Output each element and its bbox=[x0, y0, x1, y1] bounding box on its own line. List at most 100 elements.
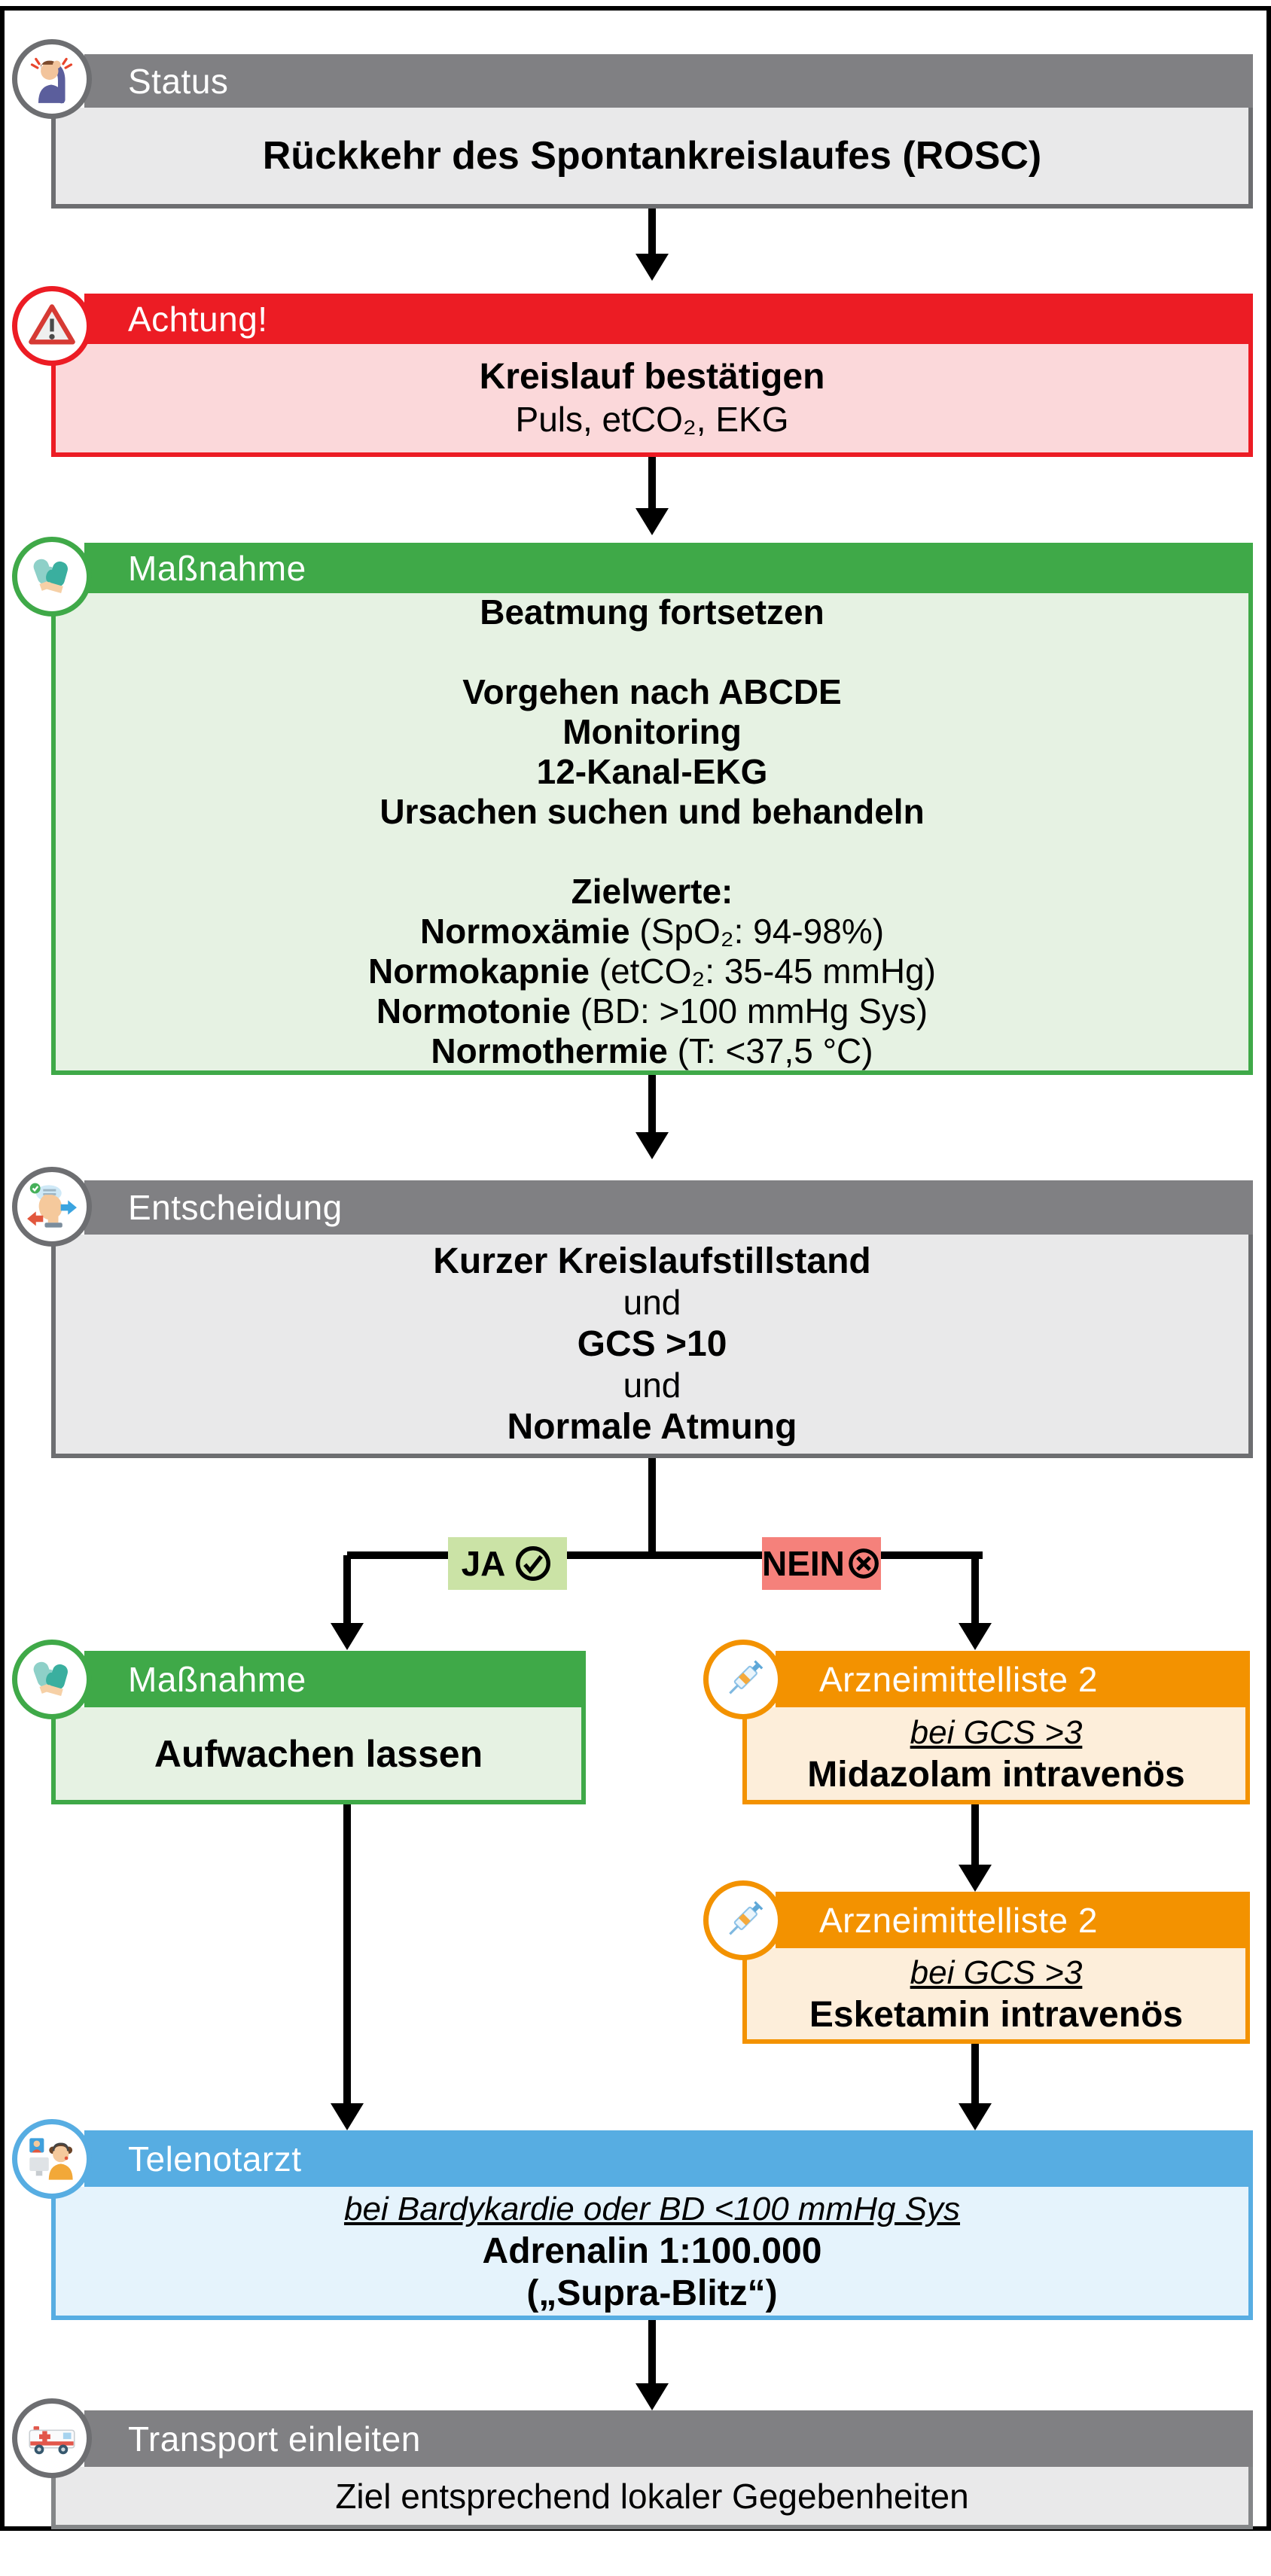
massnahme-line: Beatmung fortsetzen bbox=[480, 592, 824, 632]
achtung-header: Achtung! bbox=[84, 294, 1253, 344]
massnahme-badge-circle bbox=[12, 537, 92, 617]
entscheidung-line: GCS >10 bbox=[577, 1324, 727, 1364]
arrowhead bbox=[331, 1623, 364, 1650]
arrowhead bbox=[636, 254, 669, 281]
syringe-icon bbox=[729, 1901, 764, 1935]
massnahme-aufwachen-badge-circle bbox=[12, 1640, 92, 1719]
achtung-line-2: Puls, etCO₂, EKG bbox=[515, 400, 789, 439]
connector-line bbox=[971, 1555, 979, 1624]
telenotarzt-line-2: Adrenalin 1:100.000 bbox=[482, 2230, 822, 2271]
status-header: Status bbox=[84, 54, 1253, 108]
x-circle-icon bbox=[849, 1548, 879, 1579]
arznei2-body: bei GCS >3 Esketamin intravenös bbox=[742, 1948, 1250, 2044]
status-header-label: Status bbox=[128, 61, 229, 101]
arznei1-body: bei GCS >3 Midazolam intravenös bbox=[742, 1707, 1250, 1804]
entscheidung-line: Normale Atmung bbox=[507, 1407, 797, 1447]
status-badge-circle bbox=[12, 39, 92, 119]
achtung-body: Kreislauf bestätigen Puls, etCO₂, EKG bbox=[51, 344, 1253, 457]
massnahme-aufwachen-header-label: Maßnahme bbox=[128, 1659, 306, 1699]
connector-line bbox=[648, 457, 656, 510]
arrowhead bbox=[959, 1865, 992, 1892]
connector-line bbox=[971, 2044, 979, 2105]
arznei2-header: Arzneimittelliste 2 bbox=[776, 1892, 1250, 1948]
massnahme-line: Normothermie (T: <37,5 °C) bbox=[431, 1031, 873, 1070]
massnahme-aufwachen-body: Aufwachen lassen bbox=[51, 1707, 586, 1804]
check-circle-icon bbox=[516, 1546, 551, 1581]
connector-line bbox=[648, 1458, 656, 1556]
transport-badge-circle bbox=[12, 2398, 92, 2478]
arznei2-condition: bei GCS >3 bbox=[910, 1953, 1083, 1991]
arznei1-condition: bei GCS >3 bbox=[910, 1713, 1083, 1751]
entscheidung-line: Kurzer Kreislaufstillstand bbox=[433, 1241, 871, 1281]
connector-line bbox=[648, 209, 656, 255]
massnahme-line: Monitoring bbox=[562, 712, 742, 751]
arznei2-badge-circle bbox=[703, 1880, 783, 1960]
achtung-line-1: Kreislauf bestätigen bbox=[479, 357, 825, 397]
transport-header: Transport einleiten bbox=[84, 2410, 1253, 2467]
achtung-header-label: Achtung! bbox=[128, 299, 268, 339]
telenotarzt-line-3: („Supra-Blitz“) bbox=[526, 2273, 778, 2313]
entscheidung-badge-circle bbox=[12, 1167, 92, 1247]
arznei1-header-label: Arzneimittelliste 2 bbox=[819, 1659, 1098, 1699]
arrowhead bbox=[959, 1623, 992, 1650]
arznei2-drug: Esketamin intravenös bbox=[809, 1994, 1184, 2035]
arrowhead bbox=[636, 2383, 669, 2410]
teledoctor-icon bbox=[29, 2138, 73, 2180]
ambulance-icon bbox=[29, 2426, 75, 2455]
transport-text: Ziel entsprechend lokaler Gegebenheiten bbox=[335, 2476, 969, 2516]
no-badge: NEIN bbox=[762, 1537, 881, 1590]
connector-line bbox=[648, 1075, 656, 1134]
entscheidung-header: Entscheidung bbox=[84, 1180, 1253, 1235]
arznei1-badge-circle bbox=[703, 1640, 783, 1719]
achtung-badge-circle bbox=[12, 286, 92, 366]
entscheidung-line: und bbox=[623, 1283, 681, 1322]
massnahme-line: Normotonie (BD: >100 mmHg Sys) bbox=[376, 991, 928, 1031]
telenotarzt-header: Telenotarzt bbox=[84, 2130, 1253, 2187]
massnahme-line: 12-Kanal-EKG bbox=[536, 752, 768, 791]
connector-line bbox=[343, 1555, 351, 1624]
massnahme-line: Normoxämie (SpO₂: 94-98%) bbox=[419, 912, 885, 951]
massnahme-line bbox=[648, 632, 657, 672]
medical-gloves-icon bbox=[33, 1661, 68, 1697]
arznei1-drug: Midazolam intravenös bbox=[807, 1754, 1185, 1795]
telenotarzt-header-label: Telenotarzt bbox=[128, 2139, 302, 2179]
massnahme-line: Ursachen suchen und behandeln bbox=[379, 792, 925, 831]
yes-badge: JA bbox=[448, 1537, 567, 1590]
dizzy-person-icon bbox=[30, 57, 73, 104]
arrowhead bbox=[331, 2103, 364, 2130]
connector-line bbox=[648, 2320, 656, 2385]
no-badge-label: NEIN bbox=[762, 1544, 845, 1583]
telenotarzt-body: bei Bardykardie oder BD <100 mmHg Sys Ad… bbox=[51, 2187, 1253, 2320]
massnahme-aufwachen-header: Maßnahme bbox=[84, 1651, 586, 1707]
massnahme-line bbox=[648, 832, 657, 872]
arznei2-header-label: Arzneimittelliste 2 bbox=[819, 1900, 1098, 1940]
massnahme-body: Beatmung fortsetzen Vorgehen nach ABCDE … bbox=[51, 592, 1253, 1075]
massnahme-line: Zielwerte: bbox=[571, 872, 733, 911]
transport-body: Ziel entsprechend lokaler Gegebenheiten bbox=[51, 2467, 1253, 2529]
status-title: Rückkehr des Spontankreislaufes (ROSC) bbox=[262, 134, 1042, 178]
transport-header-label: Transport einleiten bbox=[128, 2419, 421, 2459]
medical-gloves-icon bbox=[33, 559, 68, 594]
massnahme-header-label: Maßnahme bbox=[128, 548, 306, 588]
massnahme-line: Normokapnie (etCO₂: 35-45 mmHg) bbox=[367, 952, 937, 991]
arznei1-header: Arzneimittelliste 2 bbox=[776, 1651, 1250, 1707]
telenotarzt-condition: bei Bardykardie oder BD <100 mmHg Sys bbox=[343, 2190, 961, 2227]
decision-head-icon bbox=[27, 1183, 77, 1228]
branch-line bbox=[347, 1551, 983, 1559]
entscheidung-header-label: Entscheidung bbox=[128, 1188, 343, 1227]
connector-line bbox=[971, 1804, 979, 1866]
massnahme-header: Maßnahme bbox=[84, 543, 1253, 593]
status-body: Rückkehr des Spontankreislaufes (ROSC) bbox=[51, 108, 1253, 209]
syringe-icon bbox=[729, 1660, 764, 1694]
arrowhead bbox=[636, 508, 669, 535]
warning-triangle-icon bbox=[29, 304, 75, 345]
yes-badge-label: JA bbox=[461, 1544, 506, 1583]
entscheidung-body: Kurzer Kreislaufstillstand und GCS >10 u… bbox=[51, 1235, 1253, 1458]
telenotarzt-badge-circle bbox=[12, 2119, 92, 2199]
arrowhead bbox=[636, 1132, 669, 1159]
connector-line bbox=[343, 1804, 351, 2105]
entscheidung-line: und bbox=[623, 1366, 681, 1405]
arrowhead bbox=[959, 2103, 992, 2130]
massnahme-aufwachen-text: Aufwachen lassen bbox=[154, 1732, 483, 1775]
